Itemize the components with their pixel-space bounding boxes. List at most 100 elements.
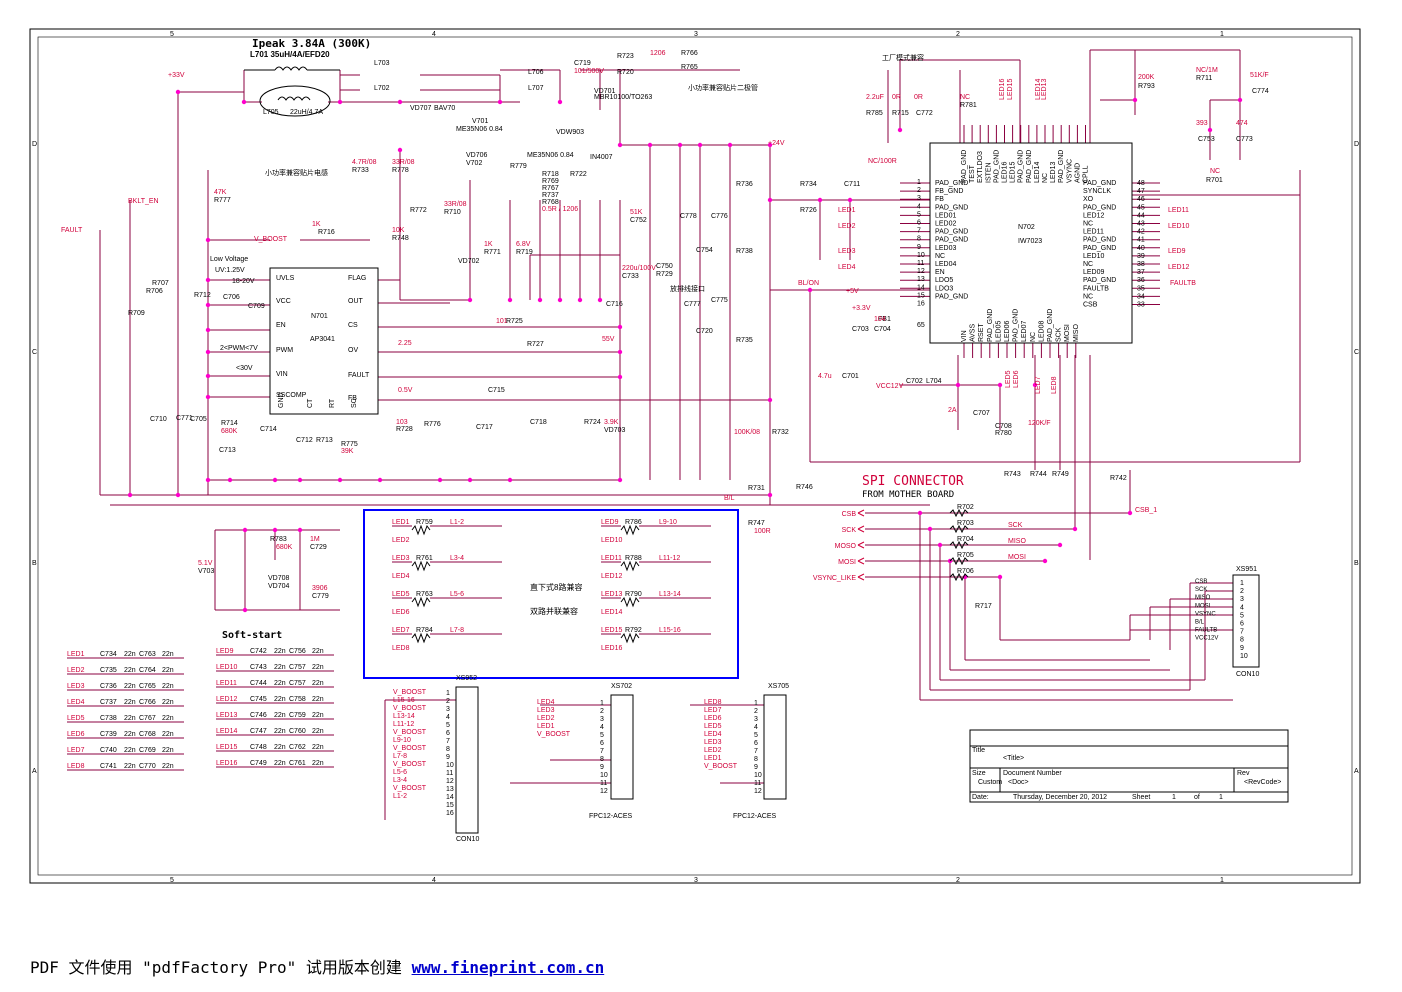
spi-signal-label: SCK <box>842 527 857 534</box>
junction-dot <box>242 527 248 533</box>
cap-ref: C740 <box>100 747 117 754</box>
compat-led-a: LED13 <box>601 591 623 598</box>
wires <box>67 49 1301 820</box>
junction-dot <box>205 302 211 308</box>
xs952-pin-num: 11 <box>446 770 453 777</box>
cap-ref: C763 <box>139 651 156 658</box>
junction-dot <box>205 327 211 333</box>
spi-pullup: R744 <box>1030 471 1047 478</box>
n702-bottom-pin: LED07 <box>1021 320 1028 342</box>
junction-dot <box>205 277 211 283</box>
xs951-pin-label: MOSI <box>1195 603 1211 609</box>
border-col-top: 5 <box>170 31 174 38</box>
compat-resistor: R761 <box>416 555 433 562</box>
spi-pullup: R717 <box>975 603 992 610</box>
xs702-pin-num: 9 <box>600 764 604 771</box>
part-label: R729 <box>656 271 673 278</box>
xs705-net: LED4 <box>704 731 722 738</box>
part-label: R775 <box>341 441 358 448</box>
part-label: VD704 <box>268 583 290 590</box>
n702-net: LED13 <box>1041 78 1048 100</box>
n702-bottom-pin: AVSS <box>970 324 977 342</box>
n702-net: LED14 <box>1035 78 1042 100</box>
xs951-pin-num: 2 <box>1240 588 1244 595</box>
n702-left-pin: PAD_GND <box>935 204 968 211</box>
n702-left-pin-num: 8 <box>917 236 921 243</box>
cap-ref: C742 <box>250 648 267 655</box>
part-label: 3.9K <box>604 419 619 426</box>
part-label: 47K <box>214 189 227 196</box>
part-label: 51K <box>630 209 643 216</box>
part-label: R737 <box>542 192 559 199</box>
n702-top-pin: LED16 <box>1002 161 1009 183</box>
xs952-net: L11-12 <box>393 721 414 728</box>
schematic-label: FAULT <box>61 227 83 234</box>
part-label: R780 <box>995 430 1012 437</box>
junction-dot <box>205 349 211 355</box>
junction-dot <box>1057 542 1063 548</box>
n702-net: LED4 <box>838 264 856 271</box>
xs952-pin-num: 12 <box>446 778 454 785</box>
xs952-pin-num: 6 <box>446 730 450 737</box>
xs951-pin-num: 6 <box>1240 621 1244 628</box>
junction-dot <box>127 492 133 498</box>
cap-ref: C738 <box>100 715 117 722</box>
part-label: R727 <box>527 341 544 348</box>
n702-left-pin: LED04 <box>935 261 957 268</box>
junction-dot <box>1127 510 1133 516</box>
n701-pin-label: OV <box>348 347 358 354</box>
cap-net: LED12 <box>216 696 238 703</box>
xs951-pin-num: 10 <box>1240 653 1248 660</box>
part-label: L704 <box>926 378 942 385</box>
part-label: 474 <box>1236 120 1248 127</box>
footer-link[interactable]: www.fineprint.com.cn <box>411 958 605 977</box>
tb-rev: <RevCode> <box>1244 779 1281 786</box>
cap-net: LED3 <box>67 683 85 690</box>
part-label: R718 <box>542 171 559 178</box>
junction-dot <box>557 297 563 303</box>
compat-net: L7-8 <box>450 627 464 634</box>
part-label: C702 <box>906 378 923 385</box>
xs951-pin-label: MISO <box>1195 595 1211 601</box>
compat-note-2: 双路并联兼容 <box>530 606 578 616</box>
spi-resistor: R704 <box>957 536 974 543</box>
cap-ref: C757 <box>289 664 306 671</box>
cap-ref: C734 <box>100 651 117 658</box>
n702-left-pin: LDO5 <box>935 277 953 284</box>
n701-pin-label: FB <box>348 395 357 402</box>
xs952-pin-num: 9 <box>446 754 450 761</box>
border-row-right: A <box>1354 768 1359 775</box>
n701-pin-label: CT <box>307 398 314 408</box>
junction-dot <box>847 197 853 203</box>
compat-resistor: R759 <box>416 519 433 526</box>
spi-arrow <box>857 541 865 549</box>
xs702-pin-num: 5 <box>600 732 604 739</box>
tb-size: Custom <box>978 779 1002 786</box>
ic-n702-part: IW7023 <box>1018 238 1042 245</box>
compat-led-b: LED4 <box>392 573 410 580</box>
part-label: C774 <box>1252 88 1269 95</box>
part-label: VD703 <box>604 427 626 434</box>
spi-signals: CSBR702SCKR703MOSOR704MOSIR705VSYNC_LIKE… <box>813 471 1157 610</box>
part-label: R731 <box>748 485 765 492</box>
xs952-net: L7-8 <box>393 753 407 760</box>
xs952-net: V_BOOST <box>393 785 427 792</box>
junction-dot <box>937 542 943 548</box>
schematic-label: 18-20V <box>232 278 255 285</box>
junction-dot <box>617 374 623 380</box>
part-label: C707 <box>973 410 990 417</box>
cap-ref: C748 <box>250 744 267 751</box>
cap-value: 22n <box>312 648 324 655</box>
xs705-pin-num: 1 <box>754 700 758 707</box>
part-label: L706 <box>528 69 544 76</box>
part-label: 100R <box>754 528 771 535</box>
part-label: VDW903 <box>556 129 584 136</box>
junction-dot <box>767 197 773 203</box>
border-row-left: B <box>32 560 37 567</box>
part-label: R716 <box>318 229 335 236</box>
part-label: R765 <box>681 64 698 71</box>
cap-value: 22n <box>312 696 324 703</box>
n702-top-pin: PAD_GND <box>1058 150 1065 183</box>
